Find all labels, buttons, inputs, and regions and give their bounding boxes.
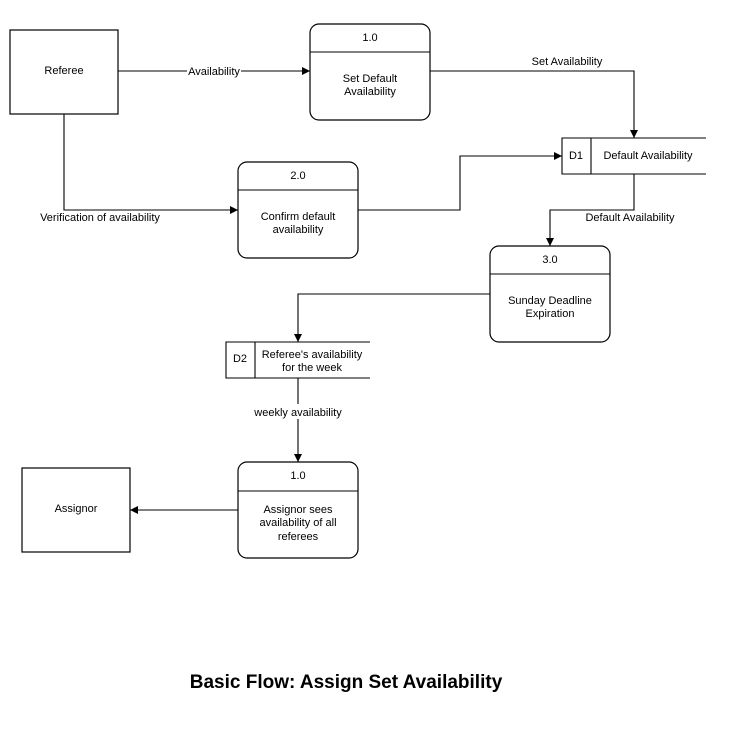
flow-availability[interactable]: Availability [118,63,310,78]
datastore-referees-availability-week[interactable]: D2 Referee's availability for the week [225,341,370,379]
entity-referee[interactable]: Referee [9,29,119,115]
flow-deadline-to-store[interactable] [294,293,490,342]
datastore-label-line: Default Availability [603,150,693,162]
process-label-line: Sunday Deadline [508,295,592,307]
process-sunday-deadline-expiration[interactable]: 3.0 Sunday Deadline Expiration [489,245,611,343]
process-label-line: Assignor sees [263,504,333,516]
process-confirm-default-availability[interactable]: 2.0 Confirm default availability [237,161,359,259]
datastore-label-line: for the week [282,362,342,374]
datastore-label-line: Referee's availability [262,349,363,361]
flow-confirm-to-store[interactable] [358,152,562,211]
flow-verification-of-availability[interactable]: Verification of availability [40,114,238,224]
process-label-line: availability [273,224,324,236]
process-label-line: Availability [344,86,396,98]
process-label-line: Confirm default [261,211,336,223]
process-id: 1.0 [362,32,377,44]
process-id: 1.0 [290,470,305,482]
datastore-id: D1 [569,150,583,162]
datastore-default-availability[interactable]: D1 Default Availability [561,137,706,175]
flow-default-availability[interactable]: Default Availability [546,174,675,246]
process-label-line: referees [278,531,319,543]
entity-referee-label: Referee [44,65,83,77]
process-set-default-availability[interactable]: 1.0 Set Default Availability [309,23,431,121]
flow-weekly-availability[interactable]: weekly availability [252,378,344,462]
entity-assignor-label: Assignor [55,503,98,515]
process-label-line: availability of all [259,517,336,529]
flow-label: Availability [188,66,240,78]
flow-label: weekly availability [253,407,342,419]
process-id: 2.0 [290,170,305,182]
process-label-line: Set Default [343,73,397,85]
flow-label: Set Availability [532,56,603,68]
entity-assignor[interactable]: Assignor [21,467,131,553]
flow-label: Default Availability [585,212,675,224]
process-assignor-sees-availability[interactable]: 1.0 Assignor sees availability of all re… [237,461,359,559]
process-label-line: Expiration [526,308,575,320]
flow-set-availability[interactable]: Set Availability [430,56,638,138]
diagram-title: Basic Flow: Assign Set Availability [190,672,503,693]
datastore-id: D2 [233,353,247,365]
process-id: 3.0 [542,254,557,266]
flow-label: Verification of availability [40,212,160,224]
